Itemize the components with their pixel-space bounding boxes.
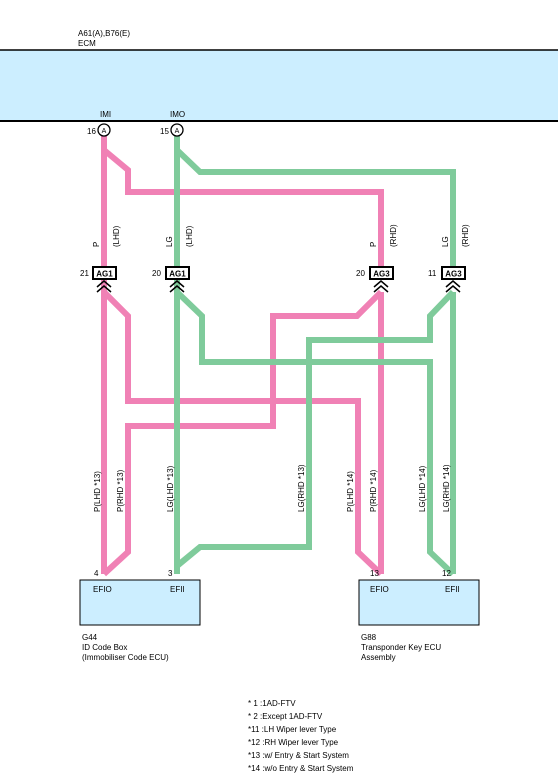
ecm-pin-16-marker [97, 123, 111, 137]
ecm-pin-16-conn: A [102, 128, 107, 135]
g44-name-line2: (Immobiliser Code ECU) [82, 653, 169, 662]
green-wires [174, 134, 456, 577]
footnote-14: *14 :w/o Entry & Start System [248, 764, 354, 773]
g88-name-line1: Transponder Key ECU [361, 643, 441, 652]
g44-pin-num-4: 4 [94, 569, 99, 578]
wire-lg-rhd-to-g44 [175, 289, 456, 569]
wire-p-lhd-to-g88 [101, 289, 384, 577]
junction-1-box [92, 266, 117, 280]
ecm-pin-15-marker [170, 123, 184, 137]
wire-label-upper-4-variant: (RHD) [461, 224, 470, 247]
g44-box [79, 579, 201, 626]
ecm-pin-label-imi: IMI [100, 110, 111, 119]
footnote-11: *11 :LH Wiper lever Type [248, 725, 337, 734]
g44-code: G44 [82, 633, 98, 642]
junction-1-chevron-icon [96, 280, 112, 293]
ecm-box [0, 50, 558, 121]
wire-label-lower-2: P(RHD *13) [116, 469, 125, 512]
g88-code: G88 [361, 633, 377, 642]
g44-pin-label-efii: EFII [170, 585, 185, 594]
g88-pin-label-efio: EFIO [370, 585, 389, 594]
wire-p-rhd-upper [102, 147, 384, 276]
wire-label-lower-4: LG(RHD *13) [297, 464, 306, 512]
ecm-connector-ref: A61(A),B76(E) [78, 29, 130, 38]
junction-4-box [441, 266, 466, 280]
pink-wires [101, 134, 384, 577]
g44-pin-label-efio: EFIO [93, 585, 112, 594]
wire-label-lower-3: LG(LHD *13) [166, 465, 175, 512]
g88-box [358, 579, 480, 626]
footnotes: * 1 :1AD-FTV * 2 :Except 1AD-FTV *11 :LH… [248, 697, 353, 775]
g88-pin-label-efii: EFII [445, 585, 460, 594]
component-g88: 13 12 EFIO EFII G88 Transponder Key ECU … [358, 569, 480, 662]
junction-2-chevron-icon [169, 280, 185, 293]
wire-label-upper-4-color: LG [441, 236, 450, 247]
lower-wire-labels: P(LHD *13) P(RHD *13) LG(LHD *13) LG(RHD… [93, 464, 451, 512]
ecm-pin-15-conn: A [175, 128, 180, 135]
junction-connectors: 21 AG1 20 AG1 20 AG3 11 AG3 [80, 266, 466, 293]
g44-name-line1: ID Code Box [82, 643, 127, 652]
footnote-13: *13 :w/ Entry & Start System [248, 751, 349, 760]
g88-pin-num-13: 13 [370, 569, 379, 578]
wire-label-lower-1: P(LHD *13) [93, 471, 102, 512]
junction-2-pin: 20 [152, 269, 161, 278]
g88-name-line2: Assembly [361, 653, 396, 662]
junction-4-id: AG3 [445, 270, 462, 279]
wire-label-upper-1-variant: (LHD) [112, 225, 121, 247]
wire-p-rhd-to-g44 [101, 289, 384, 577]
wire-label-lower-7: LG(LHD *14) [418, 465, 427, 512]
junction-1-pin: 21 [80, 269, 89, 278]
ecm-pin-num-16: 16 [87, 127, 96, 136]
wire-label-upper-2-variant: (LHD) [185, 225, 194, 247]
wire-lg-rhd-upper [174, 147, 456, 276]
ecm-pin-label-imo: IMO [170, 110, 185, 119]
component-g44: 4 3 EFIO EFII G44 ID Code Box (Immobilis… [79, 569, 201, 662]
ecm-name: ECM [78, 39, 96, 48]
wire-lg-lhd-to-g88 [174, 289, 456, 577]
junction-2-id: AG1 [169, 270, 186, 279]
wire-label-upper-3-variant: (RHD) [389, 224, 398, 247]
footnote-12: *12 :RH Wiper lever Type [248, 738, 339, 747]
junction-4-pin: 11 [428, 269, 437, 278]
junction-3-chevron-icon [373, 280, 389, 293]
junction-3-box [369, 266, 394, 280]
junction-4-chevron-icon [445, 280, 461, 293]
wire-label-lower-8: LG(RHD *14) [442, 464, 451, 512]
wire-label-upper-2-color: LG [165, 236, 174, 247]
wire-label-lower-6: P(RHD *14) [369, 469, 378, 512]
wire-label-upper-1-color: P [92, 242, 101, 247]
footnote-1: * 1 :1AD-FTV [248, 699, 296, 708]
wire-label-upper-3-color: P [369, 242, 378, 247]
junction-1-id: AG1 [96, 270, 113, 279]
g44-pin-num-3: 3 [168, 569, 173, 578]
upper-wire-labels: P (LHD) LG (LHD) P (RHD) LG (RHD) [92, 224, 470, 247]
wire-label-lower-5: P(LHD *14) [346, 471, 355, 512]
junction-3-id: AG3 [373, 270, 390, 279]
footnote-2: * 2 :Except 1AD-FTV [248, 712, 323, 721]
junction-3-pin: 20 [356, 269, 365, 278]
ecm-pin-num-15: 15 [160, 127, 169, 136]
junction-2-box [165, 266, 190, 280]
g88-pin-num-12: 12 [442, 569, 451, 578]
